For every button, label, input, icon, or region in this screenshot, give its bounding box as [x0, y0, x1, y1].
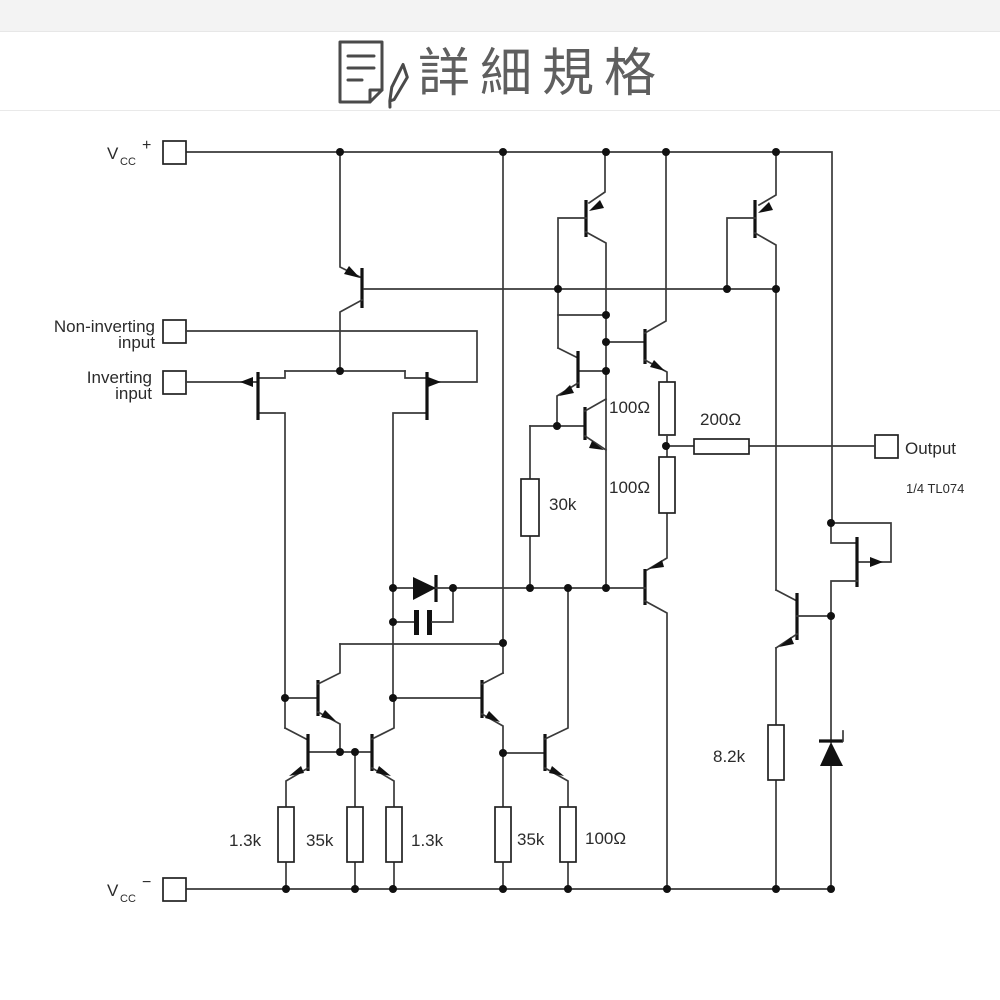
r8k2-label: 8.2k — [713, 747, 746, 766]
document-pen-icon — [338, 40, 409, 109]
resistor-35k-right — [494, 806, 512, 890]
compensation-capacitor — [392, 587, 454, 635]
transistor-pnp-mirror-left — [557, 151, 607, 589]
noninverting-label-2: input — [118, 333, 155, 352]
pen-icon — [388, 62, 409, 109]
resistor-35k-left — [346, 751, 364, 890]
r100-mid-label: 100Ω — [609, 478, 650, 497]
noninverting-input-terminal — [162, 319, 187, 344]
vcc-minus-label: V — [107, 881, 119, 900]
transistor-mirror-qe — [543, 587, 569, 808]
junction-dots — [281, 148, 835, 893]
r30k-label: 30k — [549, 495, 577, 514]
noninverting-label-1: Non-inverting — [54, 317, 155, 336]
resistor-200 — [666, 438, 876, 455]
input-jfet-right — [425, 372, 441, 420]
top-band — [0, 0, 1000, 32]
r100-top-label: 100Ω — [609, 398, 650, 417]
vcc-plus-label: V — [107, 144, 119, 163]
r200-label: 200Ω — [700, 410, 741, 429]
inverting-input-terminal — [162, 370, 187, 395]
resistor-8k2 — [767, 647, 785, 890]
transistor-output-pnp — [643, 512, 668, 890]
r35k-right-label: 35k — [517, 830, 545, 849]
jfet-gate-arrow-left — [240, 377, 253, 387]
vcc-minus-terminal — [162, 877, 187, 902]
transistor-vbe-npn-upper — [556, 346, 580, 427]
page-title-row: 詳細規格 — [0, 36, 1000, 112]
transistor-tail-pnp — [339, 151, 364, 372]
transistor-mirror-qa — [284, 643, 341, 753]
vcc-plus-sign: + — [142, 137, 151, 154]
r35k-left-label: 35k — [306, 831, 334, 850]
labels: V CC + V CC − Non-inverting input Invert… — [54, 137, 964, 905]
jfet-gate-arrow-right — [428, 377, 441, 387]
transistor-output-npn — [643, 151, 668, 383]
transistor-mirror-qc — [370, 697, 395, 808]
output-terminal — [874, 434, 899, 459]
resistor-100-bot — [559, 806, 577, 890]
middle-stage-wires — [529, 314, 646, 427]
document-icon — [338, 40, 384, 104]
vcc-plus-rail — [185, 151, 833, 524]
resistor-1k3-left — [277, 806, 295, 890]
part-label: 1/4 TL074 — [906, 481, 964, 496]
input-jfet-left — [240, 372, 260, 420]
inverting-label-1: Inverting — [87, 368, 152, 387]
transistor-t10-npn — [774, 588, 832, 650]
input-stage-wires — [185, 330, 478, 729]
r1k3-left-label: 1.3k — [229, 831, 262, 850]
r100-bot-label: 100Ω — [585, 829, 626, 848]
transistor-vbe-npn-lower — [583, 397, 608, 452]
vcc-plus-sub: CC — [120, 156, 136, 168]
resistor-100-top — [658, 381, 676, 447]
vcc-minus-sub: CC — [120, 893, 136, 905]
resistor-30k — [520, 425, 540, 589]
document-lines — [346, 54, 376, 82]
document-fold — [368, 88, 384, 104]
zener-diode — [819, 615, 844, 890]
title-divider — [0, 110, 1000, 111]
vcc-minus-sign: − — [142, 874, 151, 891]
inverting-label-2: input — [115, 384, 152, 403]
r1k3-right-label: 1.3k — [411, 831, 444, 850]
resistor-1k3-right — [385, 806, 403, 890]
output-label: Output — [905, 439, 956, 458]
resistor-100-mid — [658, 445, 676, 514]
transistor-pnp-mirror-right — [726, 151, 777, 591]
output-jfet — [830, 522, 892, 617]
page-title: 詳細規格 — [417, 45, 666, 103]
transistor-mirror-qb — [283, 726, 310, 808]
transistor-mirror-qd — [480, 671, 505, 754]
vcc-plus-terminal — [162, 140, 187, 165]
